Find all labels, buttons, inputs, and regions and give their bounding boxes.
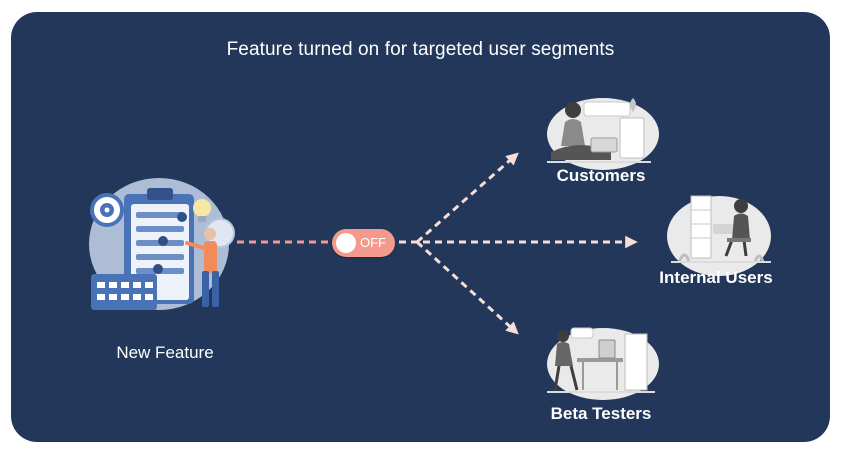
diagram-title: Feature turned on for targeted user segm… <box>226 39 615 60</box>
toggle-state-label: OFF <box>360 235 386 250</box>
customers-label: Customers <box>556 166 646 185</box>
diagram-canvas <box>89 98 771 400</box>
arrow-to-beta-testers <box>415 240 519 335</box>
customers-illustration <box>547 98 659 170</box>
new-feature-illustration <box>89 178 235 310</box>
new-feature-label: New Feature <box>116 343 214 362</box>
diagram-panel: Feature turned on for targeted user segm… <box>11 12 830 442</box>
internal-users-illustration <box>667 195 771 276</box>
beta-testers-illustration <box>547 327 659 400</box>
beta-testers-label: Beta Testers <box>550 404 652 423</box>
arrow-to-customers <box>416 152 519 244</box>
feature-flag-toggle[interactable]: OFF <box>332 229 395 257</box>
internal-users-label: Internal Users <box>659 268 773 287</box>
toggle-knob <box>336 233 356 253</box>
